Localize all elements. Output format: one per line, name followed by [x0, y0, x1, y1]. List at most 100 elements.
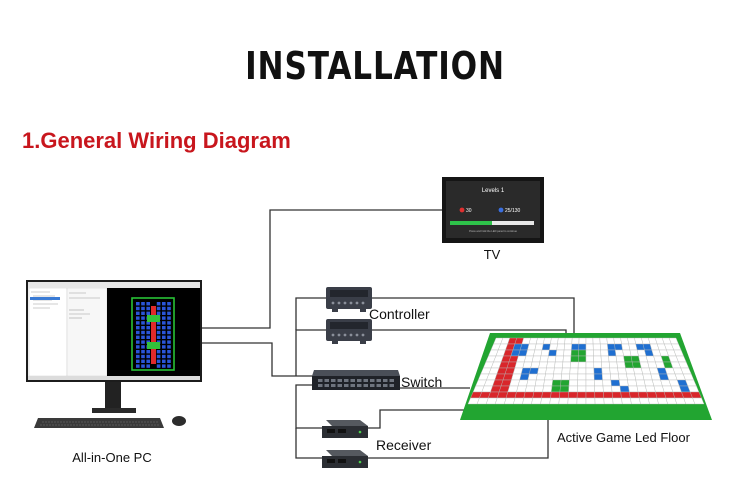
floor-tile: [560, 373, 571, 381]
pc-app-tree-highlight: [30, 297, 60, 300]
floor-tile: [623, 355, 633, 363]
floor-tile: [593, 349, 602, 357]
floor-tile: [543, 379, 554, 387]
floor-tile: [585, 349, 594, 357]
floor-tile: [562, 355, 572, 363]
floor-tile: [567, 397, 578, 405]
floor-tile: [585, 385, 595, 393]
preview-tile: [141, 321, 145, 325]
floor-tile: [569, 373, 579, 381]
pc-label: All-in-One PC: [72, 450, 151, 465]
floor-tile: [607, 343, 616, 351]
floor-tile: [618, 379, 629, 387]
preview-tile: [162, 321, 166, 325]
floor-tile: [599, 337, 608, 345]
preview-tile: [167, 306, 171, 311]
floor-tile: [522, 397, 533, 405]
preview-tile: [156, 302, 161, 306]
preview-tile: [162, 306, 166, 311]
floor-tile: [630, 355, 641, 363]
switch-port: [383, 379, 388, 382]
switch-port: [337, 379, 342, 382]
floor-tile: [546, 361, 556, 369]
switch-port: [363, 384, 368, 387]
mouse-icon: [172, 416, 186, 426]
wire-receiver-floor: [368, 409, 470, 429]
switch-port: [389, 384, 394, 387]
pc-preview-green-block: [147, 315, 160, 322]
preview-tile: [167, 350, 171, 354]
controller-unit-top: [326, 287, 372, 312]
preview-tile: [156, 311, 161, 315]
floor-tile: [570, 355, 579, 363]
receiver-unit-2: [322, 450, 368, 468]
preview-tile: [162, 364, 166, 368]
floor-tile: [524, 355, 534, 363]
floor-tile: [613, 337, 622, 345]
floor-tile: [543, 337, 552, 345]
floor-tile: [577, 367, 587, 375]
floor-tile: [594, 385, 604, 393]
switch-port: [344, 379, 349, 382]
preview-tile: [141, 302, 145, 306]
floor-tile: [569, 367, 579, 375]
floor-tile: [559, 385, 570, 393]
floor-tile: [608, 355, 618, 363]
tv-score-right: 25/130: [505, 208, 521, 214]
preview-tile: [162, 335, 166, 339]
switch-label: Switch: [401, 374, 442, 390]
controller-label: Controller: [369, 306, 430, 322]
preview-tile: [141, 326, 145, 330]
preview-tile: [167, 345, 171, 349]
pc-preview-red-bar: [151, 306, 156, 364]
floor-tile: [692, 397, 705, 405]
switch-port: [376, 384, 381, 387]
floor-tile: [610, 373, 620, 381]
floor-tile: [629, 391, 640, 399]
floor-tile: [569, 361, 579, 369]
switch-port: [357, 384, 362, 387]
tv-score-left: 30: [466, 208, 472, 214]
floor-tile: [571, 343, 580, 351]
floor-tile: [524, 385, 536, 393]
wire-controller-floor-top: [372, 297, 575, 338]
floor-tile: [609, 367, 619, 375]
preview-tile: [136, 350, 140, 354]
preview-tile: [156, 354, 161, 359]
floor-tile: [585, 343, 594, 351]
preview-tile: [156, 326, 161, 330]
floor-label: Active Game Led Floor: [557, 430, 691, 445]
floor-tile: [531, 355, 542, 363]
floor-tile: [619, 385, 630, 393]
floor-tile: [601, 361, 610, 369]
floor-tile: [585, 373, 595, 381]
preview-tile: [156, 330, 161, 335]
floor-tile: [526, 379, 537, 387]
preview-tile: [156, 359, 161, 363]
floor-tile: [513, 397, 525, 405]
preview-tile: [167, 359, 171, 363]
preview-tile: [162, 340, 166, 344]
preview-tile: [167, 302, 171, 306]
floor-tile: [523, 391, 535, 399]
floor-tile: [616, 361, 626, 369]
floor-tile: [532, 391, 543, 399]
floor-tile: [577, 379, 587, 387]
tv-device: Levels 1 30 25/130 Press and hold the LE…: [442, 177, 544, 243]
preview-tile: [136, 335, 140, 339]
floor-tile: [578, 355, 587, 363]
receiver-label: Receiver: [376, 437, 432, 453]
floor-tile: [542, 385, 553, 393]
floor-tile: [576, 397, 587, 405]
switch-port: [350, 384, 355, 387]
preview-tile: [141, 330, 145, 335]
preview-tile: [136, 302, 140, 306]
switch-port: [363, 379, 368, 382]
preview-tile: [146, 321, 150, 325]
floor-tile: [568, 379, 578, 387]
floor-tile: [547, 355, 557, 363]
keyboard-icon: [34, 418, 164, 428]
switch-port: [383, 384, 388, 387]
preview-tile: [162, 330, 166, 335]
